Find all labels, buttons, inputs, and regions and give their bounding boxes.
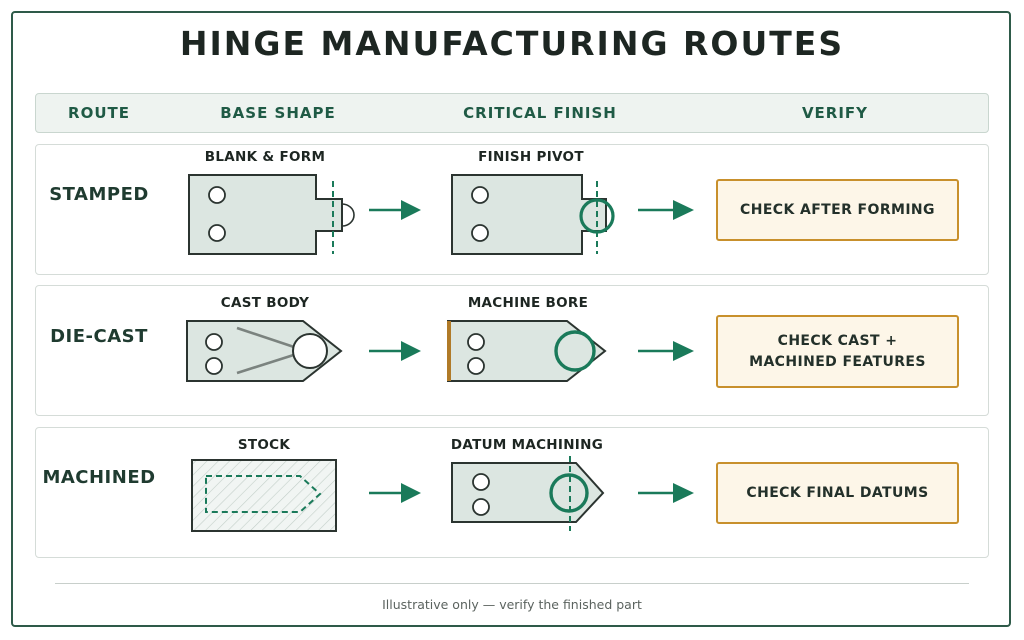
header-base-shape: BASE SHAPE <box>220 104 336 122</box>
footer-divider <box>55 583 969 584</box>
step-label-cast-body: CAST BODY <box>220 295 310 311</box>
footnote: Illustrative only — verify the finished … <box>382 597 642 612</box>
verify-text-die-cast: CHECK CAST + MACHINED FEATURES <box>749 332 926 370</box>
column-header-bar <box>35 93 989 133</box>
arrow-icon <box>369 483 421 503</box>
arrow-icon <box>638 200 694 220</box>
header-verify: VERIFY <box>801 104 869 122</box>
step-label-finish-pivot: FINISH PIVOT <box>478 149 584 165</box>
header-critical-finish: CRITICAL FINISH <box>463 104 617 122</box>
verify-box-die-cast: CHECK CAST + MACHINED FEATURES <box>716 315 959 388</box>
route-label-die-cast: DIE-CAST <box>50 326 148 347</box>
route-label-machined: MACHINED <box>42 467 156 488</box>
verify-box-stamped: CHECK AFTER FORMING <box>716 179 959 241</box>
route-label-stamped: STAMPED <box>49 184 149 205</box>
step-label-stock: STOCK <box>237 437 291 453</box>
verify-text-stamped: CHECK AFTER FORMING <box>740 201 935 218</box>
diagram-title: HINGE MANUFACTURING ROUTES <box>179 24 845 63</box>
machined-stock-part <box>191 459 337 532</box>
step-label-datum-machining: DATUM MACHINING <box>450 437 604 453</box>
die-cast-body-part <box>186 320 343 382</box>
arrow-icon <box>369 341 421 361</box>
stamped-finish-pivot-part <box>451 174 615 255</box>
verify-text-machined: CHECK FINAL DATUMS <box>746 484 929 501</box>
header-route: ROUTE <box>68 104 130 122</box>
stamped-blank-part <box>188 174 355 255</box>
machined-datum-part <box>451 456 605 531</box>
arrow-icon <box>638 341 694 361</box>
verify-box-machined: CHECK FINAL DATUMS <box>716 462 959 524</box>
step-label-machine-bore: MACHINE BORE <box>467 295 589 311</box>
arrow-icon <box>369 200 421 220</box>
step-label-blank-form: BLANK & FORM <box>204 149 326 165</box>
die-cast-machined-bore-part <box>447 320 607 382</box>
arrow-icon <box>638 483 694 503</box>
